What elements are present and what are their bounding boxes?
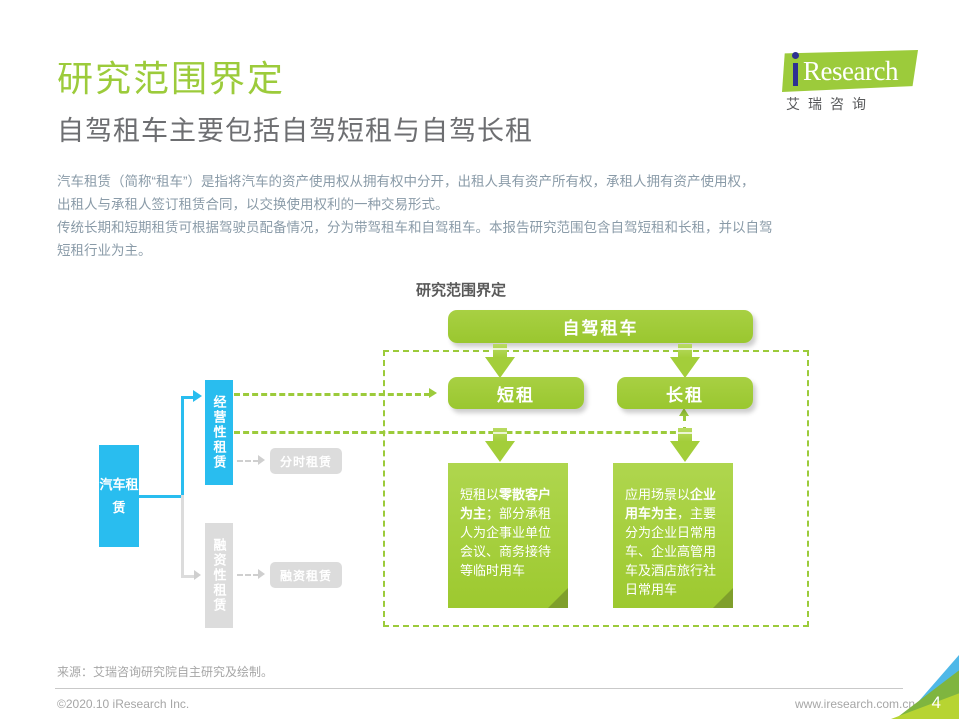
iresearch-logo: Research 艾瑞咨询 (770, 44, 920, 112)
body-line-4: 短租行业为主。 (57, 243, 152, 258)
connector-source-horizontal (139, 495, 183, 498)
note-long-post: ，主要分为企业日常用车、企业高管用车及酒店旅行社日常用车 (625, 506, 717, 597)
body-line-2: 出租人与承租人签订租赁合同，以交换使用权利的一种交易形式。 (57, 197, 449, 212)
diagram-title: 研究范围界定 (416, 282, 507, 299)
node-long-term: 长租 (617, 377, 753, 409)
logo-chinese-name: 艾瑞咨询 (786, 96, 874, 112)
footer-divider (55, 688, 903, 689)
page-title: 研究范围界定 (57, 58, 286, 99)
note-card-short-term: 短租以零散客户为主；部分承租人为企事业单位会议、商务接待等临时用车 (448, 463, 568, 608)
note-fold-corner-icon (548, 588, 568, 608)
node-car-rental: 汽车租赁 (99, 445, 139, 547)
body-copy: 汽车租赁（简称“租车”）是指将汽车的资产使用权从拥有权中分开，出租人具有资产所有… (57, 170, 907, 262)
research-scope-diagram: 研究范围界定 汽车租赁 经营性租赁 融资性租赁 分时租赁 融资租赁 自驾租车 短… (0, 265, 959, 655)
connector-source-down (181, 495, 184, 577)
connector-long-riser (683, 415, 686, 433)
logo-i-stem-icon (793, 63, 798, 86)
page-subtitle: 自驾租车主要包括自驾短租与自驾长租 (57, 116, 533, 146)
body-line-1: 汽车租赁（简称“租车”）是指将汽车的资产使用权从拥有权中分开，出租人具有资产所有… (57, 174, 755, 189)
logo-wordmark: Research (803, 56, 898, 86)
connector-to-financial (181, 575, 196, 578)
arrowhead-timeshare-icon (258, 455, 265, 465)
node-timeshare-lease: 分时租赁 (270, 448, 342, 474)
note-card-long-term: 应用场景以企业用车为主，主要分为企业日常用车、企业高管用车及酒店旅行社日常用车 (613, 463, 733, 608)
note-short-post: ；部分承租人为企事业单位会议、商务接待等临时用车 (460, 506, 552, 578)
arrowhead-finance-lease-icon (258, 569, 265, 579)
scope-dashed-boundary (383, 350, 809, 627)
connector-timeshare-dashed (237, 460, 259, 462)
connector-operating-to-short (234, 393, 430, 396)
page-number: 4 (931, 693, 941, 712)
connector-finance-lease-dashed (237, 574, 259, 576)
note-long-bold: 企业用车为主 (625, 487, 717, 521)
note-short-bold: 零散客户为主 (460, 487, 552, 521)
node-short-term: 短租 (448, 377, 584, 409)
connector-to-operating (181, 396, 195, 399)
arrow-root-to-short-icon (485, 344, 515, 378)
arrow-short-to-note-icon (485, 428, 515, 462)
logo-i-dot-icon (792, 52, 799, 59)
arrow-long-to-note-icon (670, 428, 700, 462)
corner-decoration (891, 655, 959, 719)
note-short-pre: 短租以 (460, 487, 500, 502)
node-financial-lease: 融资性租赁 (205, 523, 233, 628)
connector-operating-to-long (234, 431, 685, 434)
node-finance-lease: 融资租赁 (270, 562, 342, 588)
body-line-3: 传统长期和短期租赁可根据驾驶员配备情况，分为带驾租车和自驾租车。本报告研究范围包… (57, 220, 773, 235)
arrowhead-to-short-icon (429, 388, 437, 398)
node-operating-lease: 经营性租赁 (205, 380, 233, 485)
node-self-drive-rental: 自驾租车 (448, 310, 753, 343)
copyright-text: ©2020.10 iResearch Inc. (57, 697, 190, 711)
note-long-pre: 应用场景以 (625, 487, 691, 502)
arrowhead-to-operating-icon (193, 390, 202, 402)
connector-source-up (181, 396, 184, 498)
logo-green-shape (782, 50, 918, 92)
note-fold-corner-icon (713, 588, 733, 608)
source-note: 来源：艾瑞咨询研究院自主研究及绘制。 (57, 665, 274, 679)
arrowhead-to-long-icon (679, 408, 689, 416)
website-url[interactable]: www.iresearch.com.cn (795, 697, 916, 711)
arrowhead-to-financial-icon (194, 570, 201, 580)
arrow-root-to-long-icon (670, 344, 700, 378)
